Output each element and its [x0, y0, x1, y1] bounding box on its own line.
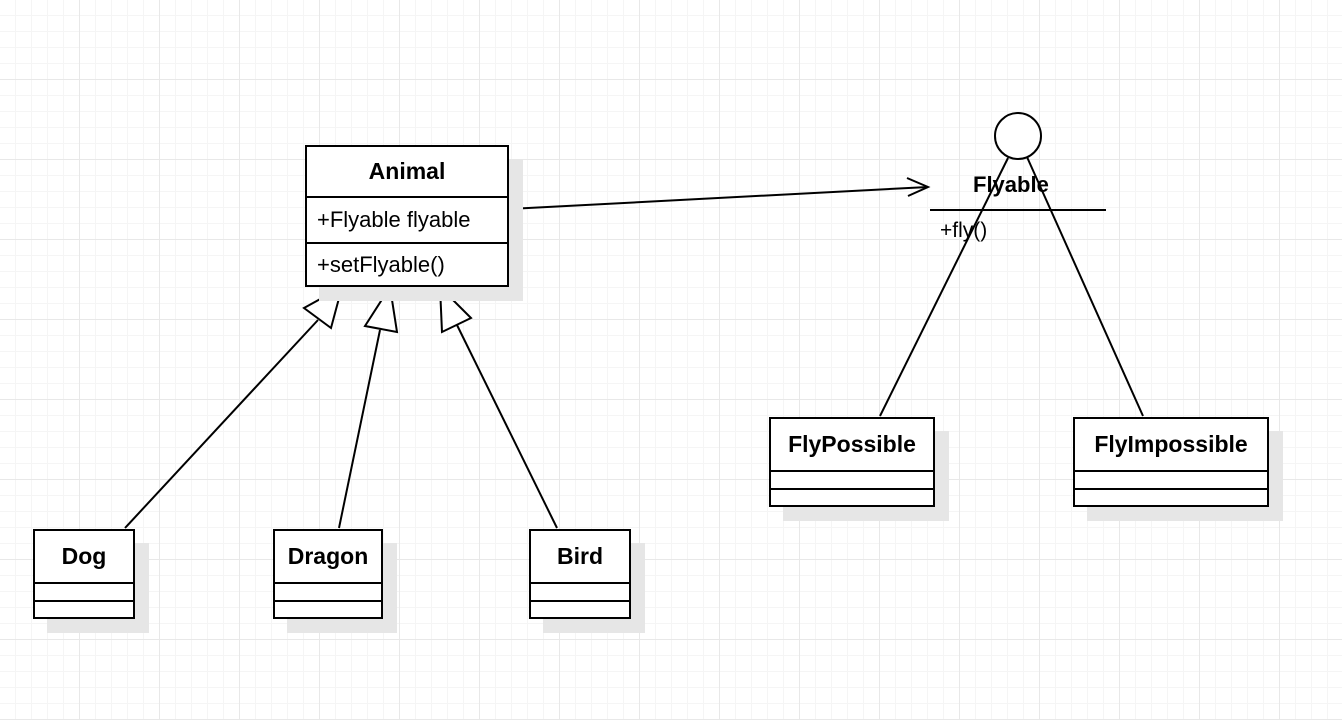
flyimpossible-class-name: FlyImpossible: [1094, 431, 1248, 457]
animal-attribute: +Flyable flyable: [307, 196, 507, 242]
bird-class[interactable]: Bird: [529, 529, 631, 619]
flypossible-realization-line[interactable]: [879, 157, 1009, 417]
dragon-class-name: Dragon: [287, 543, 369, 569]
flyable-interface-name: Flyable: [973, 172, 1049, 197]
bird-operations-section: [531, 600, 629, 617]
dog-attributes-section: [35, 582, 133, 600]
flypossible-class[interactable]: FlyPossible: [769, 417, 935, 507]
dog-class[interactable]: Dog: [33, 529, 135, 619]
animal-operation: +setFlyable(): [307, 242, 507, 285]
flypossible-attributes-section: [771, 470, 933, 488]
dog-inheritance-arrowhead: [302, 284, 344, 330]
dragon-class[interactable]: Dragon: [273, 529, 383, 619]
dragon-inheritance-line[interactable]: [338, 329, 381, 529]
dog-inheritance-line[interactable]: [124, 319, 319, 529]
bird-inheritance-line[interactable]: [455, 322, 558, 529]
association-open-arrowhead: [906, 177, 931, 197]
animal-class[interactable]: Animal +Flyable flyable +setFlyable(): [305, 145, 509, 287]
dog-operations-section: [35, 600, 133, 617]
flyimpossible-attributes-section: [1075, 470, 1267, 488]
flypossible-class-name: FlyPossible: [788, 431, 916, 457]
animal-class-name: Animal: [368, 158, 446, 184]
dragon-attributes-section: [275, 582, 381, 600]
flyimpossible-class[interactable]: FlyImpossible: [1073, 417, 1269, 507]
dragon-operations-section: [275, 600, 381, 617]
bird-inheritance-arrowhead: [438, 284, 473, 334]
flyable-operation: +fly(): [940, 219, 988, 242]
dragon-inheritance-arrowhead: [363, 284, 399, 334]
flyable-interface-circle[interactable]: [994, 112, 1042, 160]
dog-class-name: Dog: [61, 543, 107, 569]
flypossible-operations-section: [771, 488, 933, 505]
bird-class-name: Bird: [557, 543, 603, 569]
bird-attributes-section: [531, 582, 629, 600]
animal-flyable-association-line[interactable]: [508, 186, 929, 210]
flyimpossible-operations-section: [1075, 488, 1267, 505]
flyimpossible-realization-line[interactable]: [1026, 156, 1144, 417]
